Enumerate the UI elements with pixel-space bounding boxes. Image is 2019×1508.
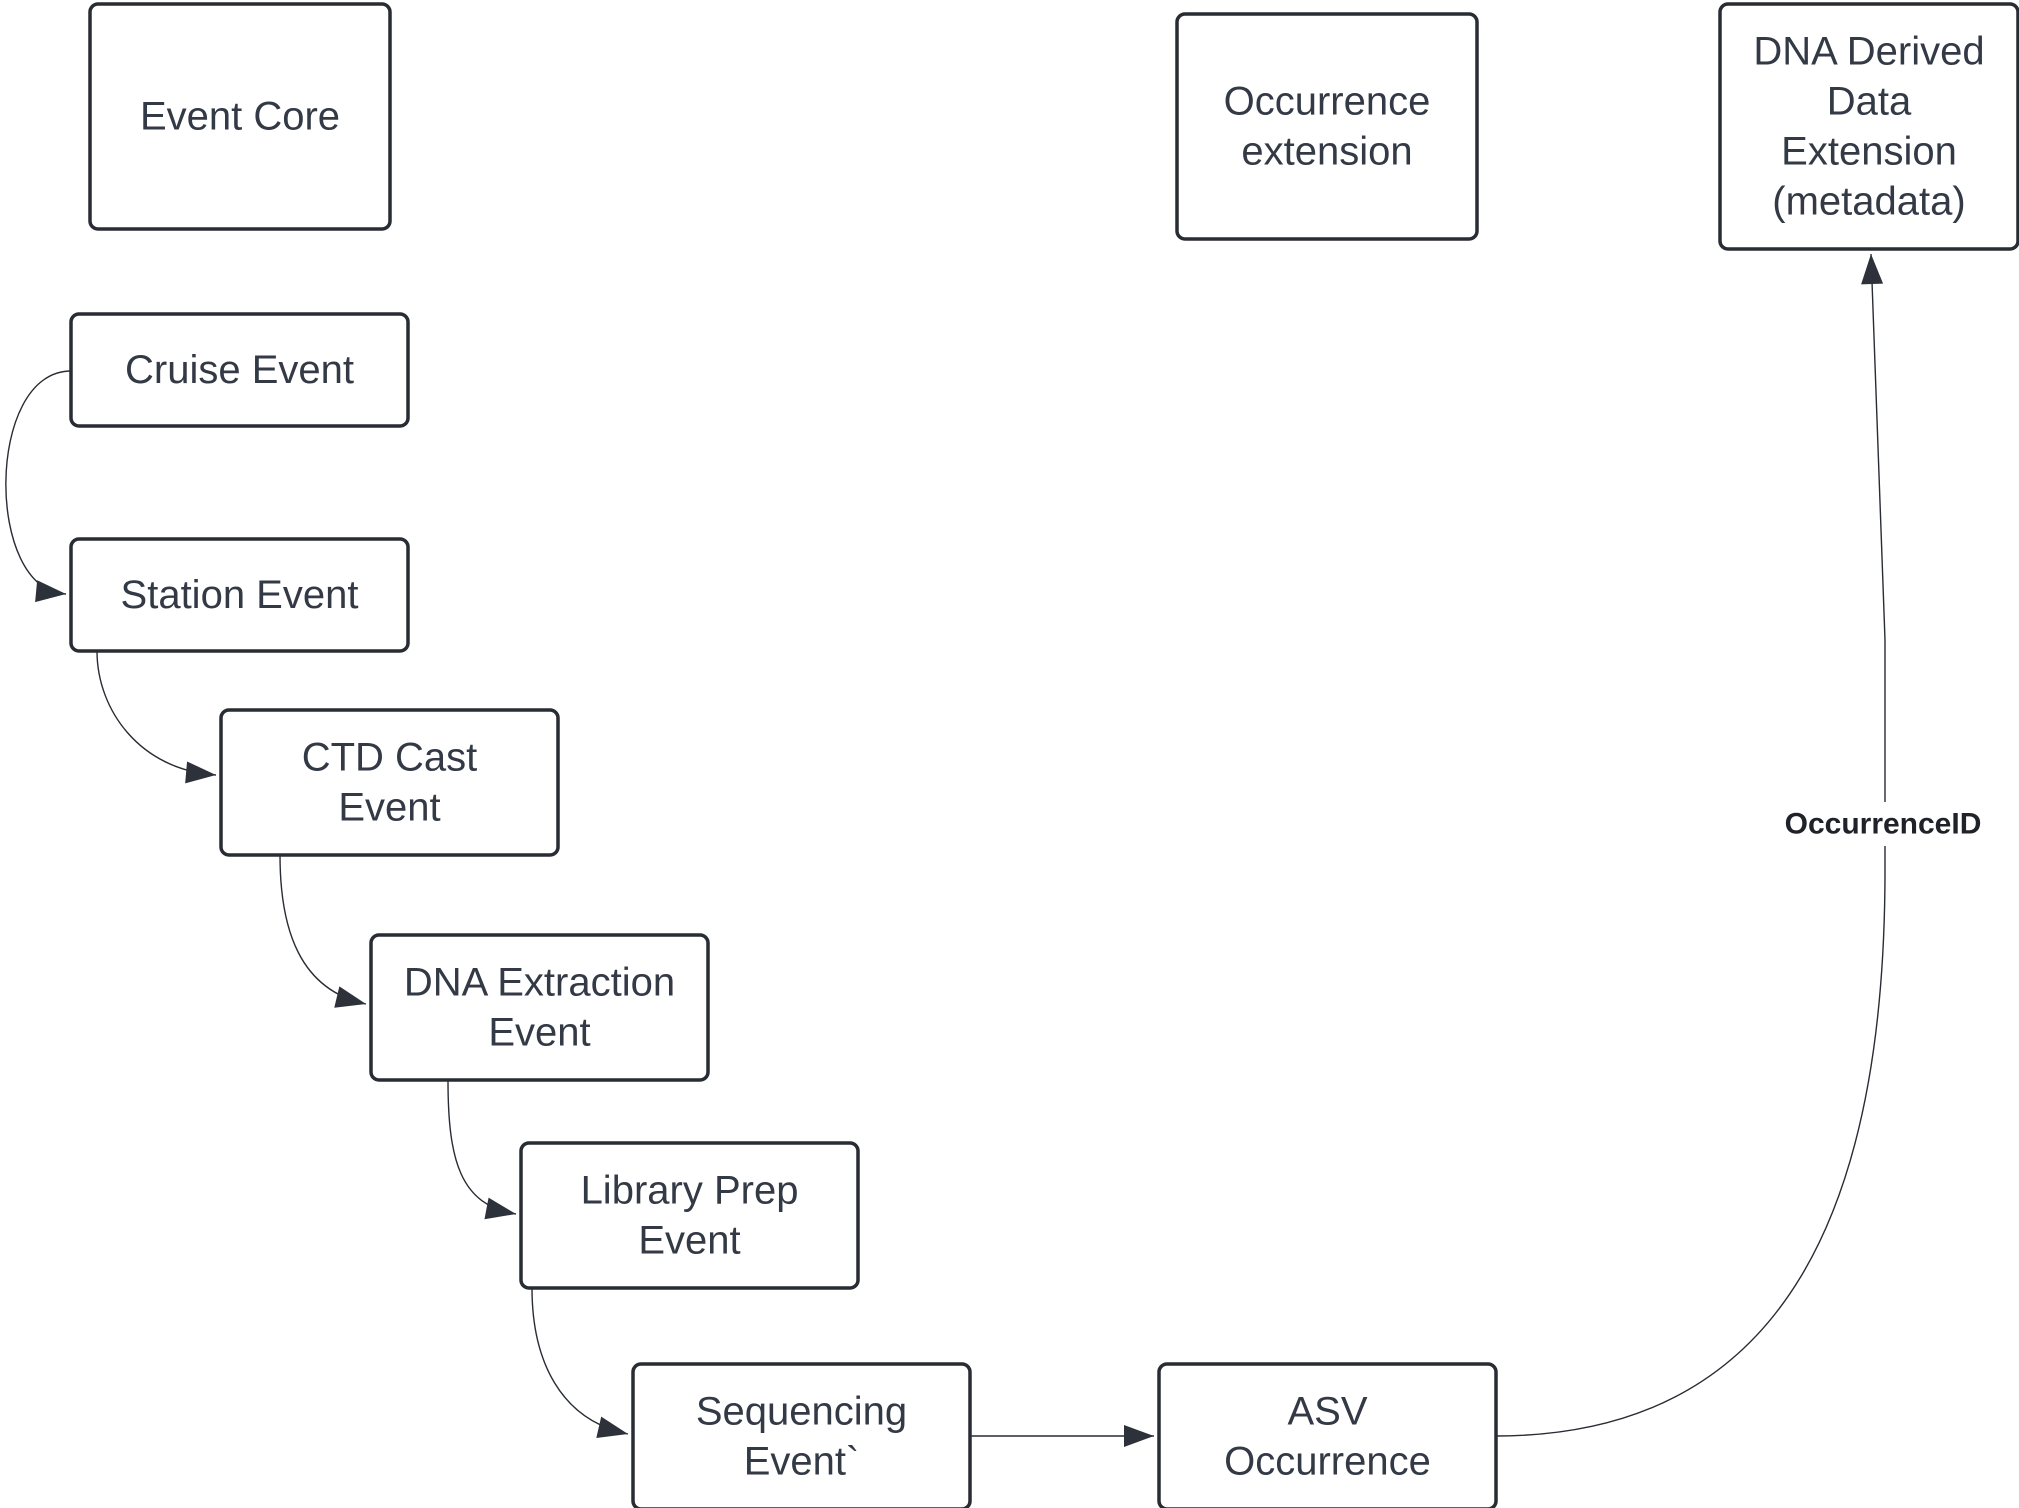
edge-sequencing-to-asv	[970, 1425, 1154, 1447]
node-asv-occurrence: ASV Occurrence	[1157, 1362, 1498, 1508]
edge-station-to-ctd	[96, 650, 217, 784]
node-occurrence-extension: Occurrence extension	[1175, 12, 1479, 241]
arrowhead	[35, 580, 66, 603]
node-label: (metadata)	[1772, 180, 1965, 224]
edge-line	[447, 1079, 517, 1215]
node-label: Sequencing	[696, 1390, 907, 1434]
edge-line	[531, 1287, 629, 1435]
node-cruise-event: Cruise Event	[69, 312, 410, 428]
node-station-event: Station Event	[69, 537, 410, 653]
node-box	[69, 537, 410, 653]
arrowhead	[484, 1197, 516, 1220]
edge-library-to-sequencing	[531, 1287, 629, 1439]
edge-line	[279, 854, 367, 1005]
node-box	[88, 2, 392, 231]
node-box	[369, 933, 710, 1082]
edge-line	[1495, 253, 1886, 1437]
edge-cruise-to-station	[5, 370, 72, 603]
node-label: DNA Extraction	[404, 961, 675, 1005]
node-box	[519, 1141, 860, 1290]
node-label: Event	[638, 1219, 740, 1263]
edge-extraction-to-library	[447, 1079, 517, 1220]
arrowhead	[1861, 254, 1884, 285]
node-label: Cruise Event	[125, 348, 354, 392]
edge-ctd-to-extraction	[279, 854, 367, 1008]
node-box	[631, 1362, 972, 1508]
edge-line	[96, 650, 217, 776]
arrowhead	[1124, 1425, 1154, 1447]
node-label: DNA Derived	[1753, 30, 1984, 74]
edges-layer: OccurrenceID	[5, 253, 1995, 1447]
node-label: Event	[338, 786, 440, 830]
edge-label: OccurrenceID	[1785, 808, 1982, 841]
node-label: CTD Cast	[302, 736, 478, 780]
node-label: ASV	[1287, 1390, 1367, 1434]
edge-asv-to-dna-derived: OccurrenceID	[1495, 253, 1995, 1437]
edge-line	[5, 370, 72, 595]
node-label: Event	[488, 1011, 590, 1055]
arrowhead	[185, 761, 216, 784]
edge-label-background	[1771, 802, 1995, 846]
node-label: Event Core	[140, 95, 340, 139]
node-box	[1157, 1362, 1498, 1508]
arrowhead	[596, 1416, 628, 1439]
node-label: Event`	[744, 1440, 860, 1484]
node-box	[1175, 12, 1479, 241]
node-label: Library Prep	[581, 1169, 799, 1213]
node-label: Occurrence	[1224, 1440, 1431, 1484]
arrowhead	[334, 986, 366, 1008]
node-label: Extension	[1781, 130, 1957, 174]
node-label: Station Event	[121, 573, 359, 617]
node-box	[1718, 2, 2019, 251]
node-box	[69, 312, 410, 428]
node-event-core: Event Core	[88, 2, 392, 231]
node-label: extension	[1241, 130, 1412, 174]
node-label: Data	[1827, 80, 1912, 124]
node-label: Occurrence	[1224, 80, 1431, 124]
node-box	[219, 708, 560, 857]
